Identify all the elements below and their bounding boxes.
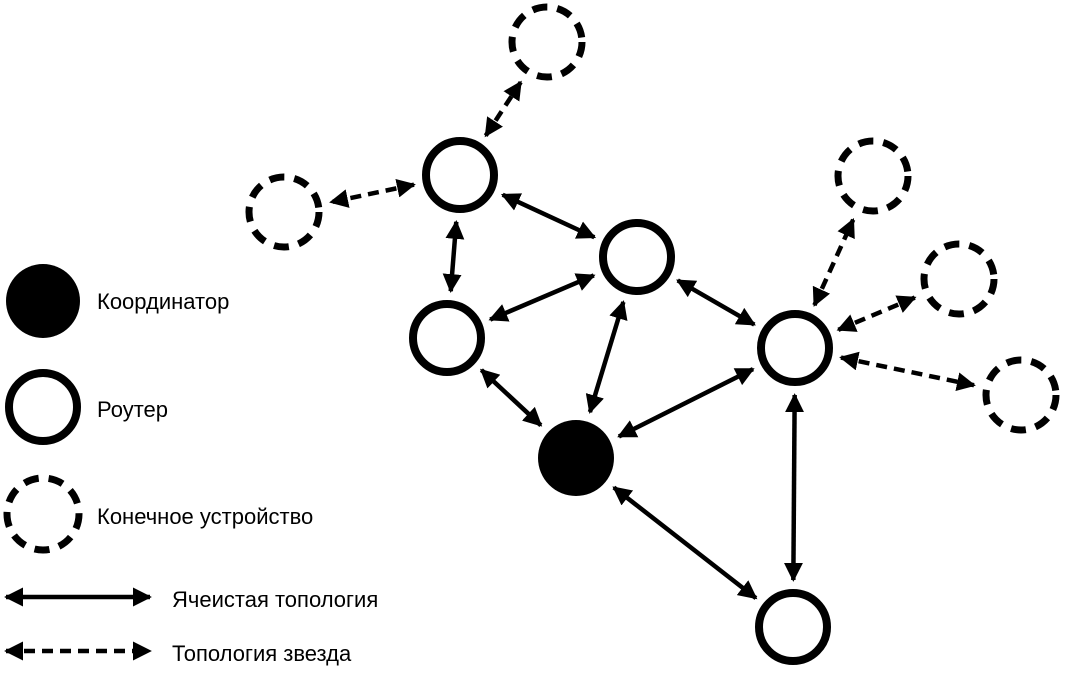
legend-router-symbol	[5, 369, 81, 445]
node-end-device-left	[245, 173, 323, 251]
link-mesh-router-left-router-center	[488, 273, 596, 322]
node-end-device-top	[508, 3, 586, 81]
node-router-center	[599, 219, 675, 295]
legend-coordinator-symbol	[6, 264, 80, 338]
node-router-right	[757, 310, 833, 386]
link-mesh-coordinator-router-bottom	[612, 485, 758, 600]
links-layer	[329, 80, 976, 600]
link-mesh-router-center-router-right	[676, 278, 756, 327]
node-end-device-right-2	[920, 240, 998, 318]
legend: Координатор Роутер Конечное устройство Я…	[3, 264, 378, 666]
node-end-device-right-1	[834, 137, 912, 215]
node-router-bottom	[755, 589, 831, 665]
link-mesh-router-right-coordinator	[617, 367, 755, 439]
link-star-router-right-end-device-right-1	[812, 217, 856, 307]
link-star-router-right-end-device-right-2	[836, 295, 917, 332]
node-coordinator	[538, 420, 614, 496]
nodes-layer	[245, 3, 1060, 665]
node-router-left	[409, 300, 485, 376]
link-mesh-router-top-router-left	[442, 219, 465, 294]
link-star-router-right-end-device-right-3	[839, 351, 976, 392]
link-mesh-router-top-router-center	[500, 192, 597, 240]
legend-end-device-label: Конечное устройство	[97, 504, 313, 529]
link-mesh-router-right-router-bottom	[784, 393, 804, 582]
link-mesh-router-left-coordinator	[479, 368, 543, 427]
legend-mesh-label: Ячеистая топология	[172, 587, 378, 612]
legend-star-label: Топология звезда	[172, 641, 352, 666]
link-mesh-router-center-coordinator	[585, 300, 628, 414]
legend-end-device-symbol	[3, 474, 83, 554]
legend-coordinator-label: Координатор	[97, 289, 229, 314]
node-router-top	[422, 137, 498, 213]
link-star-router-top-end-device-left	[329, 178, 416, 208]
legend-router-label: Роутер	[97, 397, 168, 422]
link-star-router-top-end-device-top	[483, 80, 523, 138]
node-end-device-right-3	[982, 356, 1060, 434]
